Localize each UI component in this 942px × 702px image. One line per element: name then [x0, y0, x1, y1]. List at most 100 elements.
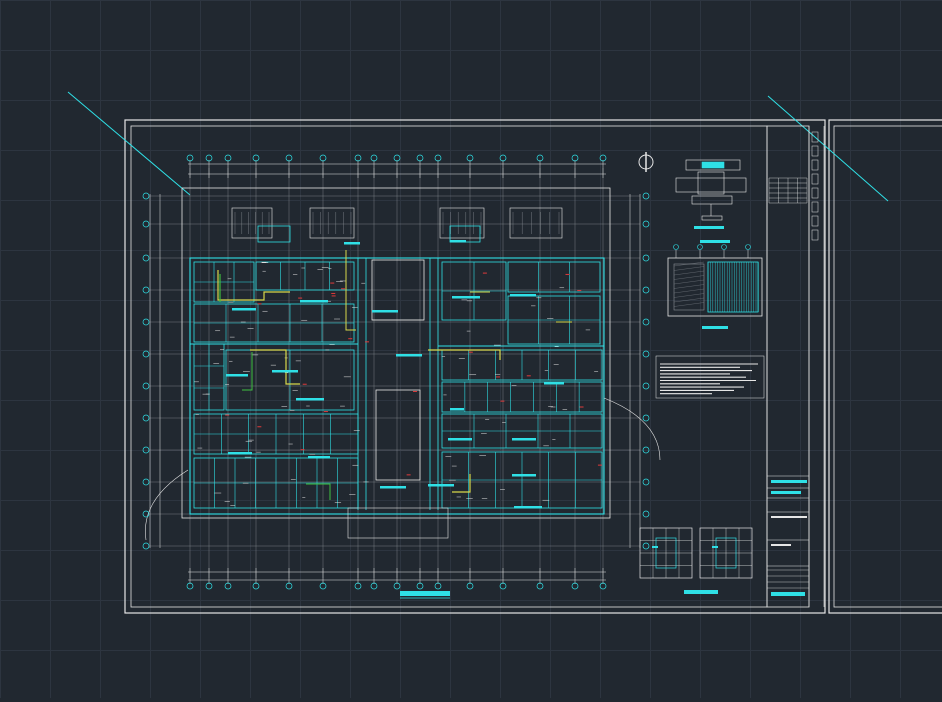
title-block-label: [771, 544, 791, 546]
hatch-line: [673, 270, 705, 276]
room-label: [308, 456, 330, 459]
axis-bubble: [142, 446, 150, 454]
title-strip-cell: [811, 187, 819, 199]
north-arrow-icon: [638, 152, 654, 172]
axis-bubble: [599, 582, 607, 590]
stair-details: [639, 527, 753, 594]
axis-bubble: [536, 582, 544, 590]
axis-bubble: [370, 582, 378, 590]
axis-bubble: [642, 192, 650, 200]
stair-core: [309, 207, 355, 239]
room-label: [226, 374, 248, 377]
axis-bubble: [434, 154, 442, 162]
hatch-line: [673, 279, 705, 285]
elevator-lobby: [257, 225, 291, 243]
axis-bubble: [416, 582, 424, 590]
axis-bubble: [599, 154, 607, 162]
axis-bubble: [224, 582, 232, 590]
axis-bubble: [393, 582, 401, 590]
axis-bubble: [697, 244, 703, 250]
equipment-frame: [685, 159, 741, 171]
room-label: [510, 294, 536, 297]
pipe-run: [428, 349, 501, 360]
axis-bubble: [224, 154, 232, 162]
title-strip-cell: [811, 159, 819, 171]
axis-bubble: [642, 254, 650, 262]
axis-bubble: [370, 154, 378, 162]
stair-core: [439, 207, 485, 239]
axis-bubble: [252, 582, 260, 590]
axis-bubble: [642, 318, 650, 326]
room-label: [396, 354, 422, 357]
building-outline: [181, 187, 611, 519]
plan-walls: [145, 187, 661, 541]
axis-bubble: [186, 582, 194, 590]
axis-bubble: [642, 350, 650, 358]
axis-bubble: [642, 286, 650, 294]
axis-bubble: [285, 154, 293, 162]
room-label: [448, 438, 472, 441]
axis-bubble: [319, 582, 327, 590]
axis-bubble: [642, 446, 650, 454]
axis-bubble: [466, 582, 474, 590]
axis-bubble: [745, 244, 751, 250]
axis-bubble: [142, 220, 150, 228]
construction-lines: [67, 91, 889, 202]
axis-bubble: [466, 154, 474, 162]
axis-bubble: [642, 220, 650, 228]
room-label: [450, 408, 464, 411]
axis-bubble: [142, 542, 150, 550]
title-block: [766, 125, 825, 608]
title-strip-cell: [811, 145, 819, 157]
axis-bubble: [499, 154, 507, 162]
axis-bubble: [536, 154, 544, 162]
title-strip-cell: [811, 229, 819, 241]
stair-detail-core: [655, 537, 677, 569]
axis-bubble: [142, 510, 150, 518]
axis-bubble: [416, 154, 424, 162]
room-labels: [226, 240, 564, 509]
entrance-canopy: [347, 507, 449, 539]
title-block-label: [771, 491, 801, 494]
axis-bubble: [721, 244, 727, 250]
atrium-lower: [375, 389, 421, 481]
axis-bubble: [142, 350, 150, 358]
axis-bubble: [571, 154, 579, 162]
room-label: [514, 506, 542, 509]
floor-plan[interactable]: [142, 154, 661, 590]
ground-floor-perimeter: [189, 257, 605, 515]
equipment-frame: [675, 177, 747, 193]
axis-bubble: [434, 582, 442, 590]
detail-title-bar: [694, 226, 724, 229]
axis-bubble: [142, 318, 150, 326]
room-label: [300, 300, 328, 303]
section-frame: [667, 257, 763, 317]
room-label: [380, 486, 406, 489]
axis-bubble: [142, 254, 150, 262]
axis-bubble: [642, 510, 650, 518]
stair-core: [509, 207, 563, 239]
hatch-line: [673, 297, 705, 303]
axis-bubble: [142, 286, 150, 294]
stair-core: [231, 207, 273, 239]
axis-bubble: [186, 154, 194, 162]
pipe-run: [250, 349, 300, 385]
axis-bubble: [319, 154, 327, 162]
site-curve: [145, 469, 189, 541]
hatch-line: [673, 261, 705, 267]
hatch-line: [673, 288, 705, 294]
detail-title-bar: [684, 590, 718, 594]
room-label: [544, 382, 564, 385]
equipment-foot: [701, 215, 723, 221]
room-label: [296, 398, 324, 401]
axis-bubble: [205, 582, 213, 590]
detail-label: [652, 546, 658, 548]
pipe-runs: [217, 250, 602, 500]
detail-title-bar: [700, 240, 730, 243]
axis-bubble: [393, 154, 401, 162]
sheet-border: [124, 119, 942, 614]
title-strip-cell: [811, 173, 819, 185]
axis-bubble: [354, 154, 362, 162]
